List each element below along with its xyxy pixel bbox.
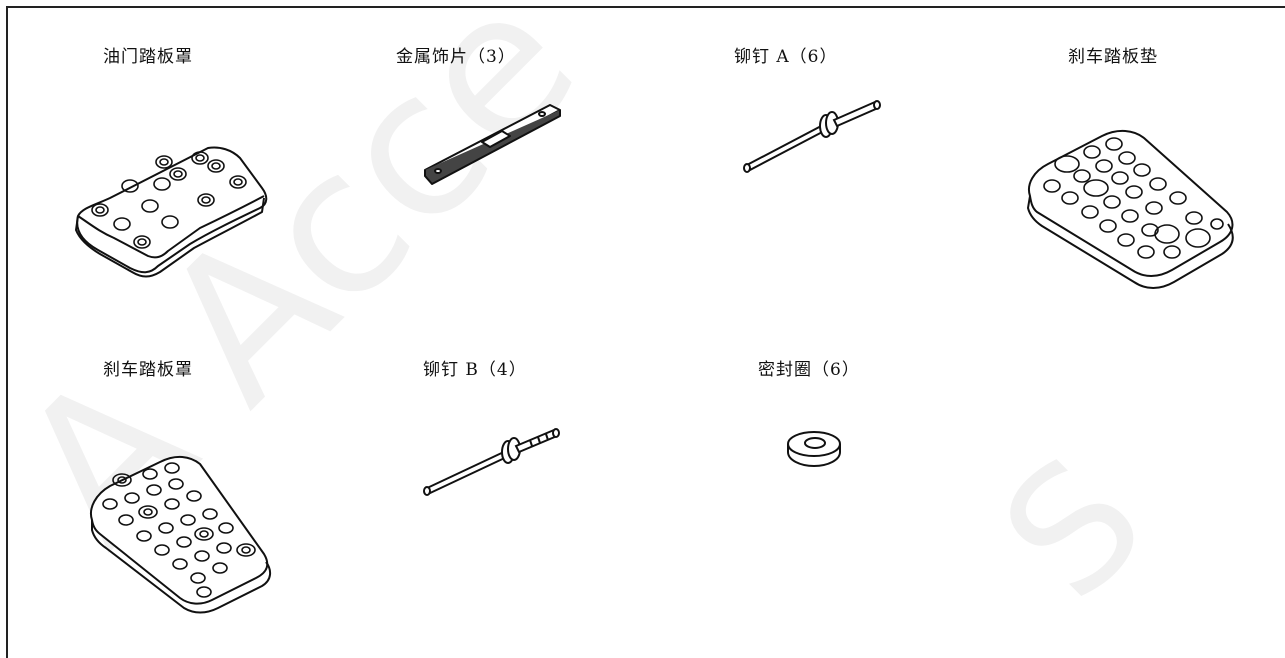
label-rivet-b: 铆钉 B（4） <box>423 360 527 380</box>
seal-ring-drawing <box>784 428 844 468</box>
diagram-frame <box>6 6 1285 658</box>
rivet-b-drawing <box>420 424 565 499</box>
brake-pedal-cover-drawing <box>86 454 276 614</box>
label-brake-pedal-pad: 刹车踏板垫 <box>1068 47 1158 67</box>
label-seal-ring: 密封圈（6） <box>758 360 860 380</box>
brake-pedal-pad-drawing <box>1022 126 1242 296</box>
label-metal-trim: 金属饰片（3） <box>396 47 516 67</box>
label-rivet-a: 铆钉 A（6） <box>734 47 838 67</box>
metal-trim-drawing <box>420 100 565 190</box>
throttle-pedal-cover-drawing <box>70 128 270 278</box>
label-brake-pedal-cover: 刹车踏板罩 <box>103 360 193 380</box>
label-throttle-pedal-cover: 油门踏板罩 <box>103 47 193 67</box>
rivet-a-drawing <box>740 96 890 176</box>
